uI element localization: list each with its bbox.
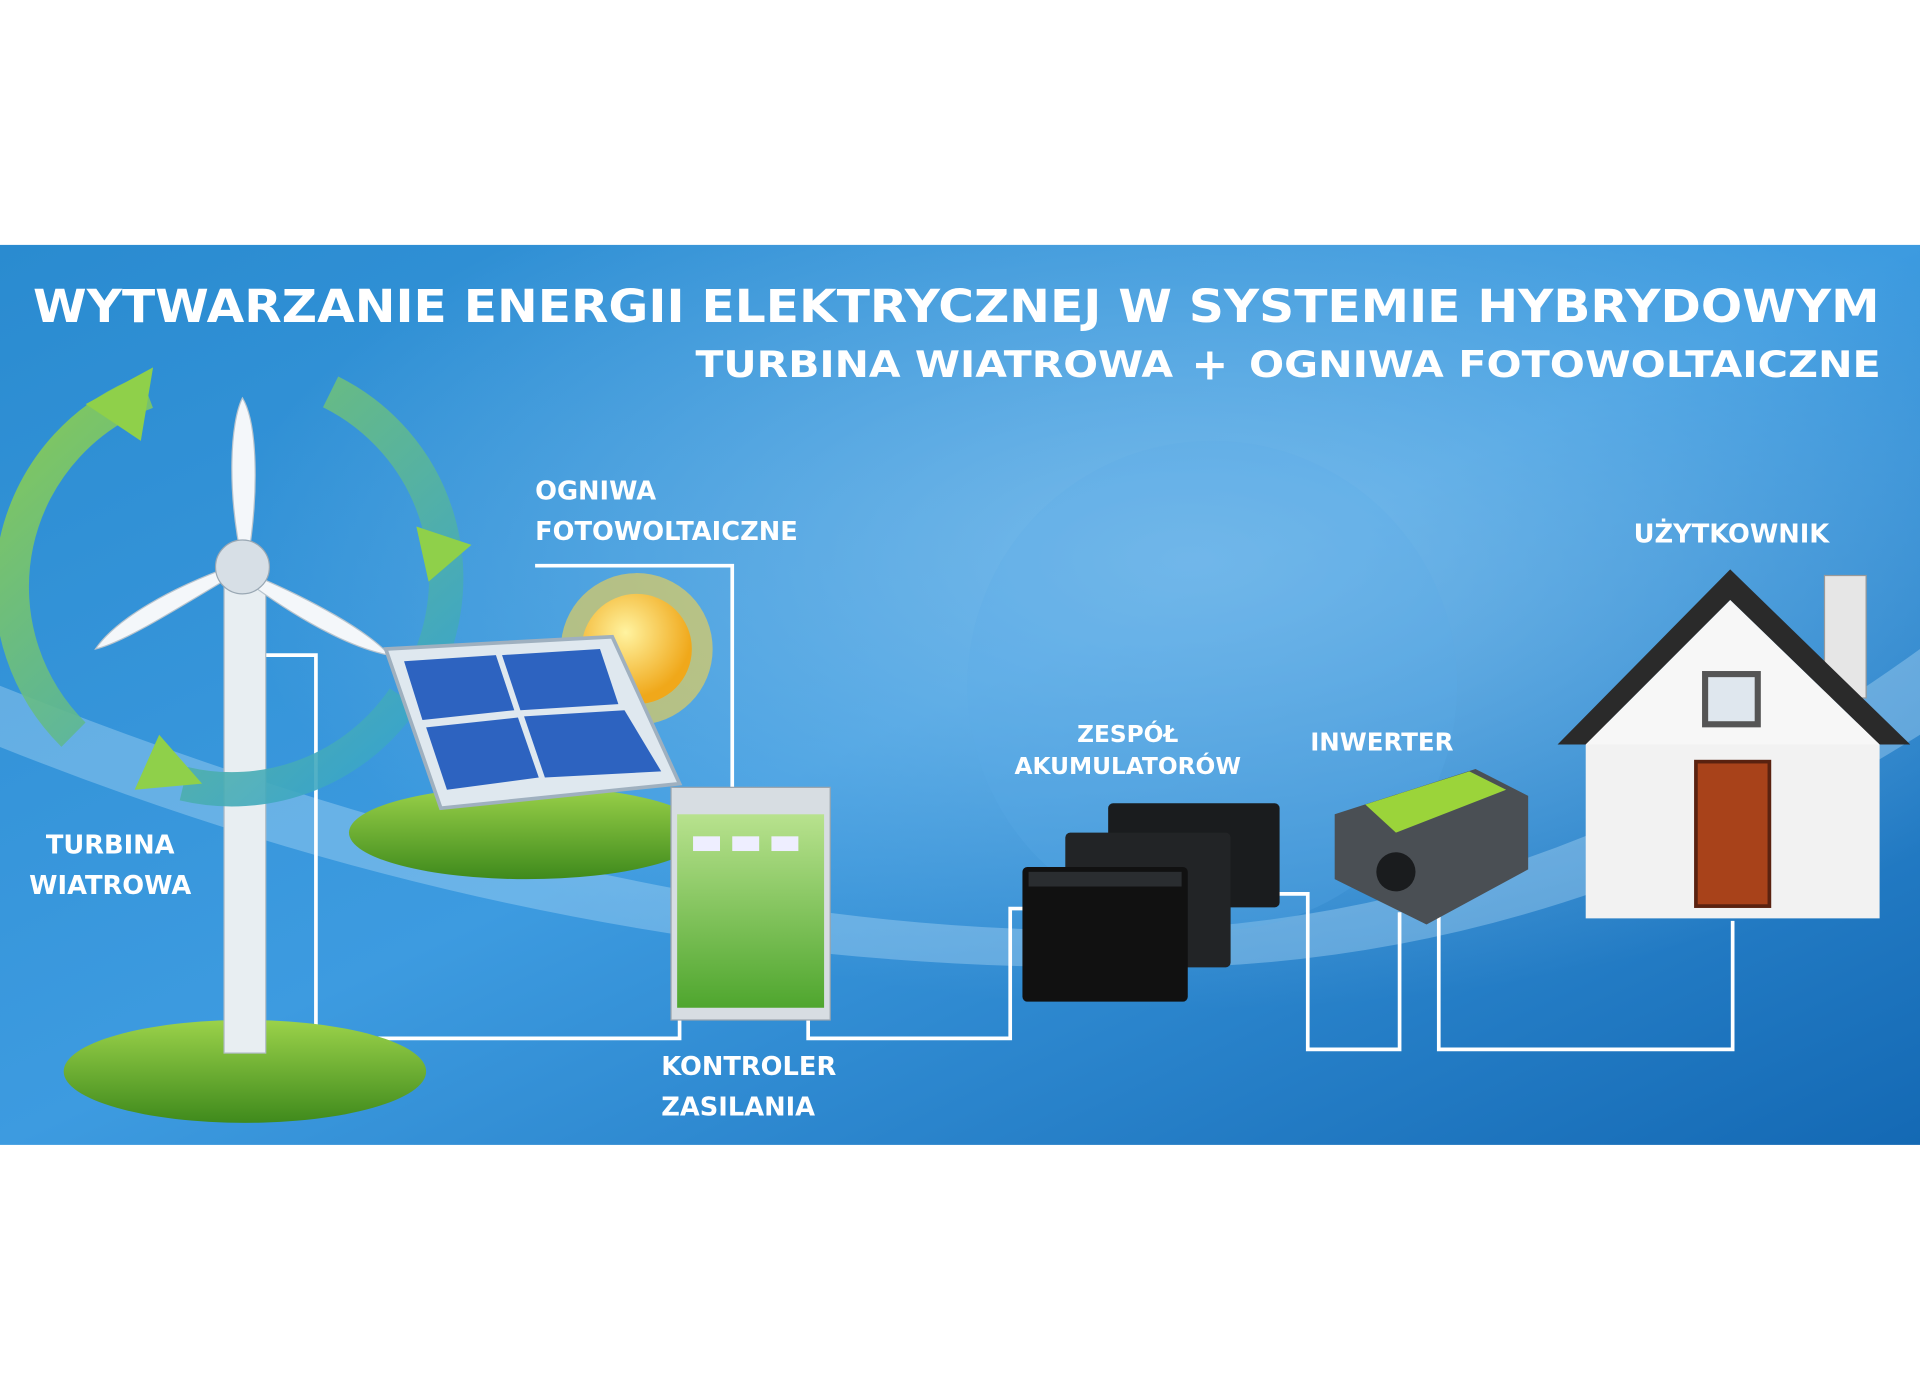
solar-panel	[348, 573, 713, 880]
label-turbine-1: TURBINA	[46, 830, 175, 860]
label-batteries-2: AKUMULATORÓW	[1015, 752, 1241, 780]
label-turbine-2: WIATROWA	[29, 871, 191, 901]
label-controller-2: ZASILANIA	[661, 1093, 815, 1123]
label-controller-1: KONTROLER	[661, 1052, 836, 1082]
label-pv-1: OGNIWA	[535, 477, 656, 507]
banner	[0, 244, 1920, 1145]
subtitle-pv: OGNIWA FOTOWOLTAICZNE	[1249, 343, 1881, 386]
component-labels: OGNIWA FOTOWOLTAICZNE TURBINA WIATROWA K…	[29, 477, 1830, 1123]
inverter	[1334, 768, 1529, 925]
label-batteries-1: ZESPÓŁ	[1077, 720, 1178, 748]
wind-turbine	[0, 367, 472, 1123]
subtitle-plus: +	[1191, 340, 1228, 391]
subtitle: TURBINA WIATROWA + OGNIWA FOTOWOLTAICZNE	[696, 340, 1881, 391]
cycle-arrows-icon	[0, 375, 464, 807]
main-title: WYTWARZANIE ENERGII ELEKTRYCZNEJ W SYSTE…	[33, 280, 1880, 333]
label-user: UŻYTKOWNIK	[1634, 517, 1831, 549]
label-inverter: INWERTER	[1310, 728, 1453, 757]
power-controller	[670, 786, 831, 1021]
subtitle-turbine: TURBINA WIATROWA	[696, 343, 1174, 386]
label-pv-2: FOTOWOLTAICZNE	[535, 517, 798, 547]
house	[1557, 569, 1911, 919]
battery-bank	[1022, 803, 1280, 1002]
